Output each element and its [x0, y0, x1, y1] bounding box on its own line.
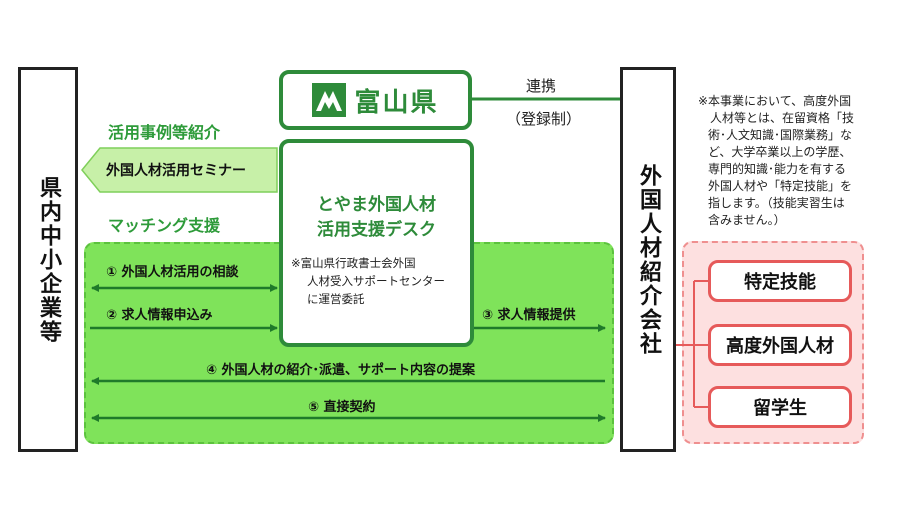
definition-note: ※本事業において、高度外国 人材等とは、在留資格「技 術･人文知識･国際業務」な… [698, 93, 898, 229]
category-international-students: 留学生 [708, 386, 852, 428]
definition-note-line: 術･人文知識･国際業務」な [708, 128, 853, 142]
desk-note-line3: に運営委託 [307, 292, 365, 306]
desk-note-line2: 人材受入サポートセンター [307, 274, 445, 288]
toyama-name: 富山県 [354, 87, 439, 118]
sme-box: 県内中小企業等 [18, 67, 78, 452]
desk-title-line1: とやま外国人材 [317, 195, 436, 215]
category-specified-skills: 特定技能 [708, 260, 852, 302]
seminar-label: 外国人材活用セミナー [106, 163, 246, 179]
agency-label: 外国人材紹介会社 [636, 163, 661, 356]
flow-1-label: ① 外国人材活用の相談 [106, 265, 239, 280]
seminar-arrow [81, 147, 278, 193]
category-highly-skilled: 高度外国人材 [708, 324, 852, 366]
link-label: 連携 [526, 77, 557, 95]
link-sub-label: （登録制） [506, 110, 582, 128]
definition-note-line: 専門的知識･能力を有する [708, 162, 847, 176]
definition-note-line: 人材等とは、在留資格「技 [698, 111, 855, 125]
flow-5-label: ⑤ 直接契約 [308, 400, 376, 415]
toyama-box: 富山県 [279, 70, 472, 130]
toyama-mountain-logo-icon [312, 83, 347, 117]
agency-box: 外国人材紹介会社 [620, 67, 676, 452]
desk-note-line1: ※富山県行政書士会外国 [291, 256, 416, 270]
flow-4-label: ④ 外国人材の紹介･派遣、サポート内容の提案 [206, 363, 476, 378]
definition-note-line: 指します。（技能実習生は [708, 196, 845, 210]
definition-note-line: ど、大学卒業以上の学歴、 [708, 145, 852, 159]
category-bracket [672, 280, 708, 408]
definition-note-line: 外国人材や「特定技能」を [708, 179, 853, 193]
sme-label: 県内中小企業等 [36, 175, 61, 344]
definition-note-line: 含みません。） [708, 213, 786, 227]
case-intro-heading: 活用事例等紹介 [108, 123, 221, 142]
desk-title-line2: 活用支援デスク [317, 220, 436, 240]
support-desk-box: とやま外国人材 活用支援デスク ※富山県行政書士会外国 人材受入サポートセンター… [279, 139, 474, 347]
matching-heading: マッチング支援 [108, 216, 221, 235]
flow-2-label: ② 求人情報申込み [106, 308, 213, 323]
flow-3-label: ③ 求人情報提供 [482, 308, 576, 323]
definition-note-line: ※本事業において、高度外国 [698, 94, 852, 108]
